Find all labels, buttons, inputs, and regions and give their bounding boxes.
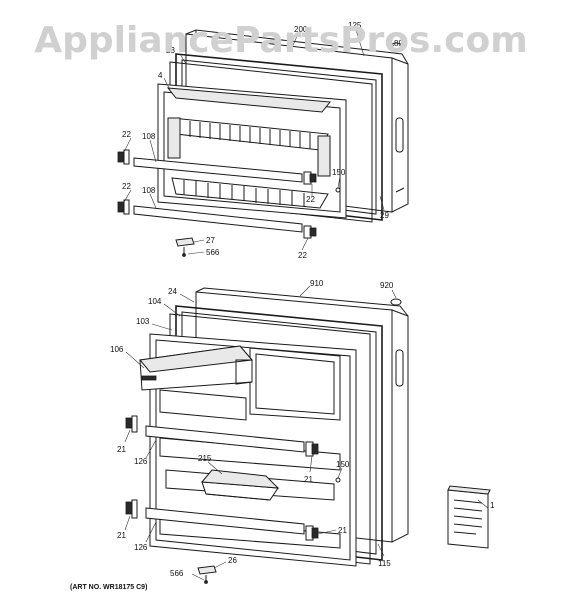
callout-150-upper: 150	[332, 168, 346, 177]
freezer-stop-and-screw	[175, 237, 195, 257]
fresh-food-door-assembly	[125, 287, 409, 584]
callout-89: 89	[394, 39, 403, 48]
callout-1: 1	[490, 501, 495, 510]
callout-22-upper-right: 22	[306, 195, 315, 204]
callout-21-upper-right: 21	[304, 475, 313, 484]
callout-104: 104	[148, 297, 162, 306]
watermark: AppliancePartsPros.com	[34, 20, 527, 61]
callout-4: 4	[158, 71, 163, 80]
callout-108-lower: 108	[142, 186, 156, 195]
callout-106: 106	[110, 345, 124, 354]
door-bin	[200, 469, 280, 501]
freezer-door-bar-lower	[133, 205, 303, 233]
fresh-food-bar-end-caps	[125, 415, 319, 541]
callout-103: 103	[136, 317, 150, 326]
callout-115: 115	[378, 559, 391, 568]
leader-lines	[123, 29, 489, 581]
callout-22-lower-right: 22	[298, 251, 307, 260]
callout-29: 29	[380, 211, 389, 220]
callout-566-upper: 566	[206, 248, 220, 257]
callout-200: 200	[294, 25, 308, 34]
callout-27: 27	[206, 236, 215, 245]
freezer-door-liner	[157, 83, 347, 219]
callout-labels: 200 125 23 4 89 22 108 150 22 22 108 29 …	[110, 21, 495, 578]
freezer-door-assembly	[117, 29, 409, 257]
callout-26: 26	[228, 556, 237, 565]
callout-21-lower-left: 21	[117, 531, 126, 540]
callout-215: 215	[198, 454, 212, 463]
freezer-shelf-grid-lower	[183, 180, 305, 207]
callout-23: 23	[166, 46, 175, 55]
callout-126-upper: 126	[134, 457, 148, 466]
callout-21-lower-right: 21	[338, 526, 347, 535]
dairy-compartment-door	[139, 345, 253, 391]
fresh-food-door-bar-upper	[145, 425, 305, 453]
art-number: (ART NO. WR18175 C9)	[70, 584, 147, 591]
callout-21-upper-left: 21	[117, 445, 126, 454]
freezer-door-bar-upper	[133, 157, 303, 183]
callout-22-upper-left: 22	[122, 130, 131, 139]
instruction-booklet	[447, 485, 491, 549]
callout-125: 125	[348, 21, 362, 30]
freezer-bar-end-caps	[117, 149, 317, 239]
top-cap-lower	[390, 298, 402, 306]
callout-566-lower: 566	[170, 569, 184, 578]
fresh-food-door-bar-lower	[145, 507, 305, 535]
callout-920: 920	[380, 281, 394, 290]
callout-910: 910	[310, 279, 324, 288]
callout-22-lower-left: 22	[122, 182, 131, 191]
callout-150-lower: 150	[336, 460, 350, 469]
top-cap-upper	[390, 42, 402, 50]
fresh-food-stop-and-screw	[197, 565, 217, 584]
callout-108-upper: 108	[142, 132, 156, 141]
callout-126-lower: 126	[134, 543, 148, 552]
callout-24: 24	[168, 287, 177, 296]
